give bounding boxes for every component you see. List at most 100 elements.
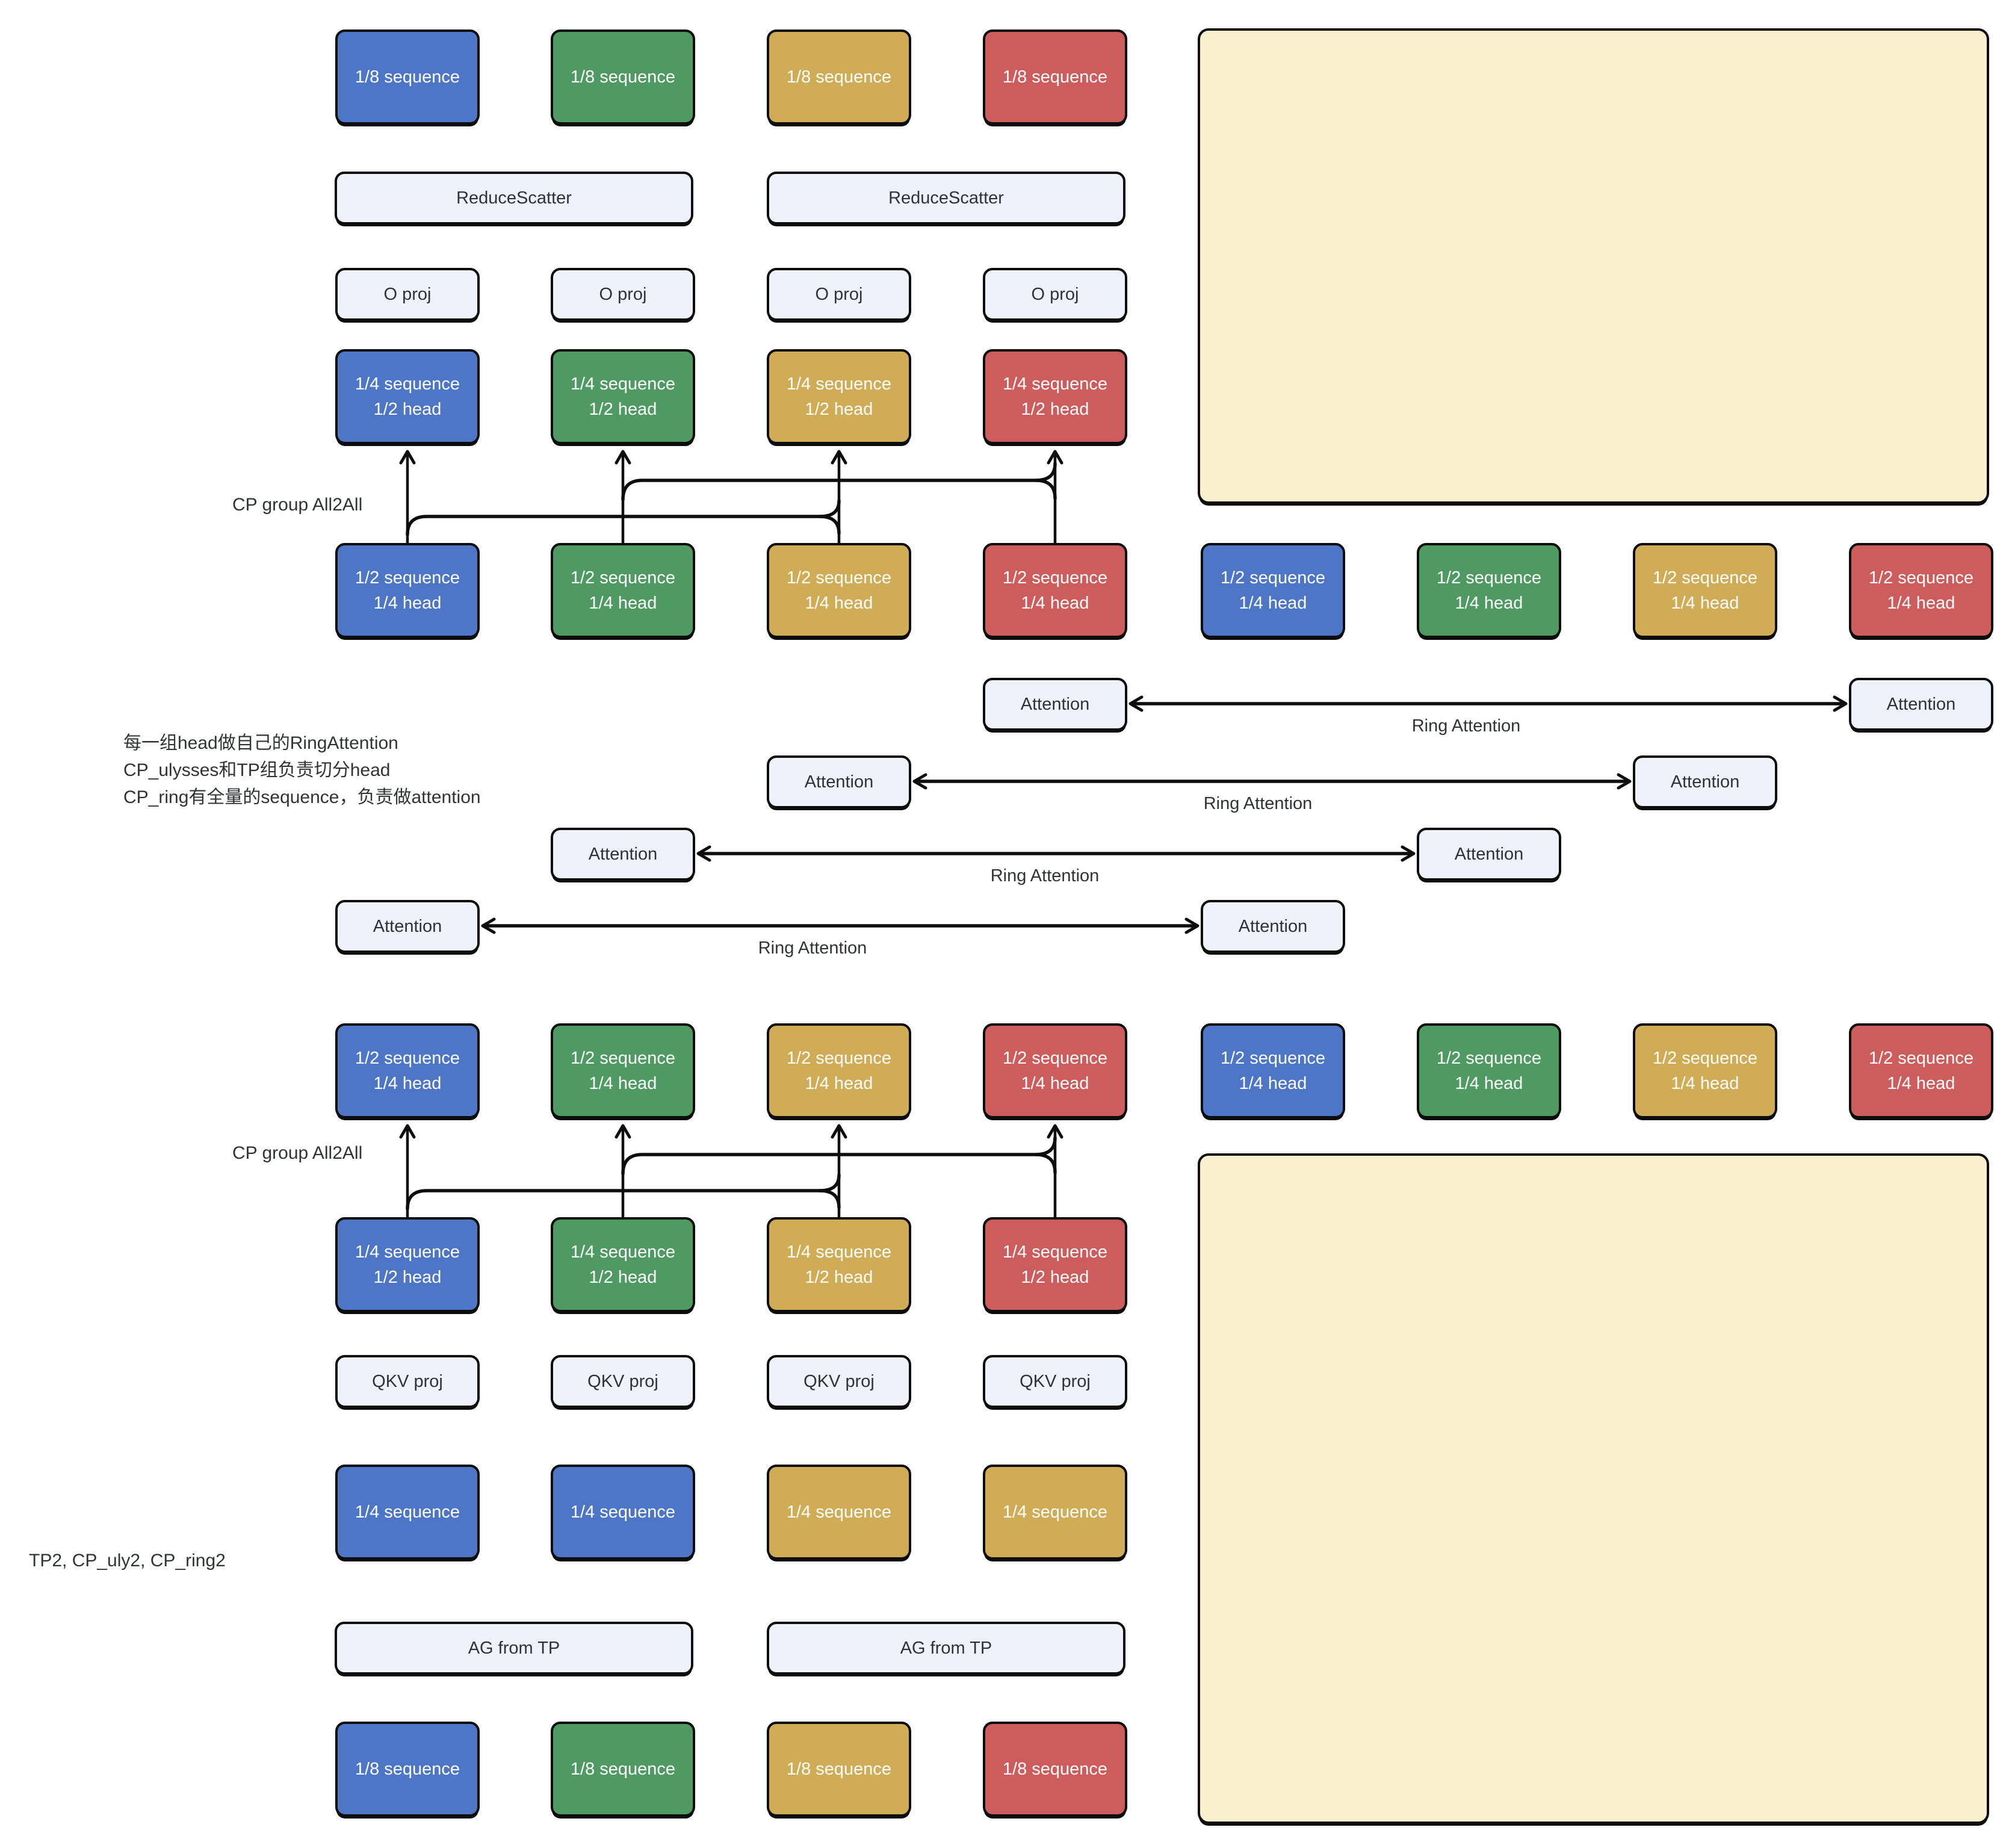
seq-box-bottom-2: 1/8 sequence <box>551 1722 695 1817</box>
seq-box-label: 1/8 sequence <box>570 1760 676 1779</box>
all2all-2-lower-bus <box>406 1173 841 1211</box>
seq-box-label: 1/4 sequence <box>354 1502 460 1522</box>
note-line-3: CP_ring有全量的sequence，负责做attention <box>123 787 481 807</box>
o-proj-label: O proj <box>599 284 647 304</box>
line2: 1/4 head <box>805 1074 873 1093</box>
line2: 1/2 head <box>1021 1268 1089 1287</box>
seq-box-label: 1/8 sequence <box>354 1760 460 1779</box>
line1: 1/2 sequence <box>1652 568 1758 588</box>
seq-head-box: 1/4 sequence 1/2 head <box>767 1217 911 1312</box>
line2: 1/2 head <box>589 1268 657 1287</box>
seq-box-label: 1/8 sequence <box>570 67 676 87</box>
attention-label: Attention <box>804 772 874 792</box>
seq-head-box: 1/2 sequence 1/4 head <box>1201 543 1345 638</box>
o-proj-box-4: O proj <box>983 268 1127 321</box>
seq-head-box: 1/2 sequence 1/4 head <box>767 1023 911 1118</box>
cp-group-all2all-label-1: CP group All2All <box>232 495 363 515</box>
seq-box-bottom-3: 1/8 sequence <box>767 1722 911 1817</box>
o-proj-box-2: O proj <box>551 268 695 321</box>
line2: 1/2 head <box>805 1268 873 1287</box>
line1: 1/2 sequence <box>1652 1049 1758 1068</box>
line1: 1/2 sequence <box>354 1049 460 1068</box>
line1: 1/2 sequence <box>1868 568 1974 588</box>
ag-from-tp-box-2: AG from TP <box>767 1622 1125 1675</box>
seq-box-label: 1/4 sequence <box>786 1502 892 1522</box>
attention-box-1-right: Attention <box>1849 678 1993 731</box>
all2all-1-upper-bus-fork <box>1034 479 1057 500</box>
attention-label: Attention <box>1020 694 1090 714</box>
line1: 1/4 sequence <box>786 1242 892 1262</box>
cream-panel-bottom <box>1198 1153 1989 1824</box>
cream-panel-top <box>1198 28 1989 504</box>
line2: 1/4 head <box>1455 1074 1523 1093</box>
o-proj-label: O proj <box>815 284 863 304</box>
line1: 1/2 sequence <box>786 1049 892 1068</box>
all2all-2-lower-bus-fork <box>818 1189 841 1209</box>
qkv-proj-box-4: QKV proj <box>983 1355 1127 1408</box>
line1: 1/4 sequence <box>354 374 460 394</box>
annotation-notes: 每一组head做自己的RingAttention CP_ulysses和TP组负… <box>123 730 481 811</box>
seq-box-quarter-1: 1/4 sequence <box>335 1465 480 1560</box>
attention-label: Attention <box>1670 772 1740 792</box>
line1: 1/4 sequence <box>354 1242 460 1262</box>
all2all-2-upper-bus-fork <box>1034 1153 1057 1174</box>
line1: 1/2 sequence <box>354 568 460 588</box>
line1: 1/2 sequence <box>1220 568 1326 588</box>
line2: 1/4 head <box>589 1074 657 1093</box>
line1: 1/2 sequence <box>1868 1049 1974 1068</box>
line2: 1/4 head <box>373 1074 442 1093</box>
seq-box-quarter-2: 1/4 sequence <box>551 1465 695 1560</box>
line1: 1/2 sequence <box>1436 568 1542 588</box>
tp-config-label: TP2, CP_uly2, CP_ring2 <box>29 1551 226 1570</box>
line1: 1/4 sequence <box>570 374 676 394</box>
o-proj-box-3: O proj <box>767 268 911 321</box>
qkv-proj-box-1: QKV proj <box>335 1355 480 1408</box>
seq-box-quarter-4: 1/4 sequence <box>983 1465 1127 1560</box>
line2: 1/4 head <box>1239 1074 1307 1093</box>
line2: 1/4 head <box>1021 594 1089 613</box>
ring-attention-label-2: Ring Attention <box>1203 794 1313 813</box>
line1: 1/4 sequence <box>786 374 892 394</box>
seq-head-box: 1/2 sequence 1/4 head <box>335 1023 480 1118</box>
all2all-1-lower-bus-fork <box>818 515 841 535</box>
seq-box-bottom-1: 1/8 sequence <box>335 1722 480 1817</box>
seq-box-top-3: 1/8 sequence <box>767 29 911 125</box>
line1: 1/2 sequence <box>570 1049 676 1068</box>
line2: 1/2 head <box>1021 400 1089 419</box>
cp-group-all2all-label-2: CP group All2All <box>232 1143 363 1163</box>
seq-head-box: 1/2 sequence 1/4 head <box>1201 1023 1345 1118</box>
line2: 1/4 head <box>1239 594 1307 613</box>
line2: 1/2 head <box>589 400 657 419</box>
attention-box-3-right: Attention <box>1417 828 1561 881</box>
seq-box-label: 1/8 sequence <box>1002 1760 1108 1779</box>
attention-box-4-left: Attention <box>335 900 480 953</box>
attention-label: Attention <box>1454 844 1524 864</box>
line1: 1/2 sequence <box>1220 1049 1326 1068</box>
seq-box-bottom-4: 1/8 sequence <box>983 1722 1127 1817</box>
ring-attention-label-1: Ring Attention <box>1411 716 1521 736</box>
qkv-proj-box-2: QKV proj <box>551 1355 695 1408</box>
qkv-proj-label: QKV proj <box>803 1371 874 1391</box>
reduce-scatter-label: ReduceScatter <box>456 188 572 208</box>
seq-box-top-1: 1/8 sequence <box>335 29 480 125</box>
line2: 1/4 head <box>805 594 873 613</box>
o-proj-box-1: O proj <box>335 268 480 321</box>
line2: 1/2 head <box>373 400 442 419</box>
qkv-proj-label: QKV proj <box>1020 1371 1091 1391</box>
ring-attention-label-3: Ring Attention <box>990 866 1100 885</box>
line2: 1/4 head <box>1021 1074 1089 1093</box>
qkv-proj-box-3: QKV proj <box>767 1355 911 1408</box>
all2all-2-upper-bus <box>621 1136 1057 1176</box>
line1: 1/2 sequence <box>786 568 892 588</box>
line2: 1/4 head <box>589 594 657 613</box>
ag-from-tp-box-1: AG from TP <box>335 1622 693 1675</box>
line2: 1/4 head <box>1455 594 1523 613</box>
seq-head-box: 1/4 sequence 1/2 head <box>335 349 480 444</box>
